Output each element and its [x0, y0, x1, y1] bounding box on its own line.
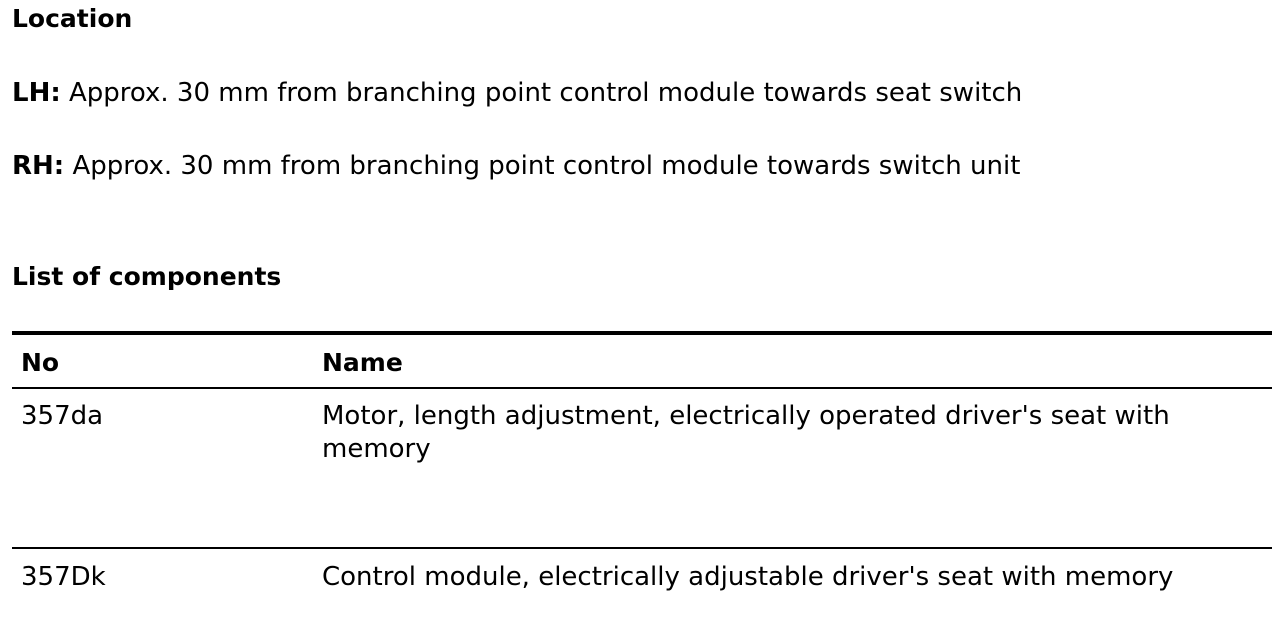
location-lh-line: LH: Approx. 30 mm from branching point c… [12, 77, 1022, 109]
location-heading: Location [12, 4, 133, 33]
row-no-cell: 357Dk [21, 562, 106, 592]
location-rh-line: RH: Approx. 30 mm from branching point c… [12, 150, 1020, 182]
row-name-cell: Control module, electrically adjustable … [322, 562, 1174, 592]
table-header-rule [12, 387, 1272, 389]
table-row-rule [12, 547, 1272, 549]
lh-tag: LH: [12, 78, 61, 108]
row-name-cell: Motor, length adjustment, electrically o… [322, 401, 1170, 464]
row-no-cell: 357da [21, 401, 104, 431]
rh-tag: RH: [12, 151, 65, 181]
rh-text: Approx. 30 mm from branching point contr… [64, 151, 1021, 181]
column-header-no: No [21, 348, 60, 377]
lh-text: Approx. 30 mm from branching point contr… [60, 78, 1023, 108]
components-heading: List of components [12, 262, 282, 291]
table-top-rule [12, 331, 1272, 335]
column-header-name: Name [322, 348, 403, 377]
